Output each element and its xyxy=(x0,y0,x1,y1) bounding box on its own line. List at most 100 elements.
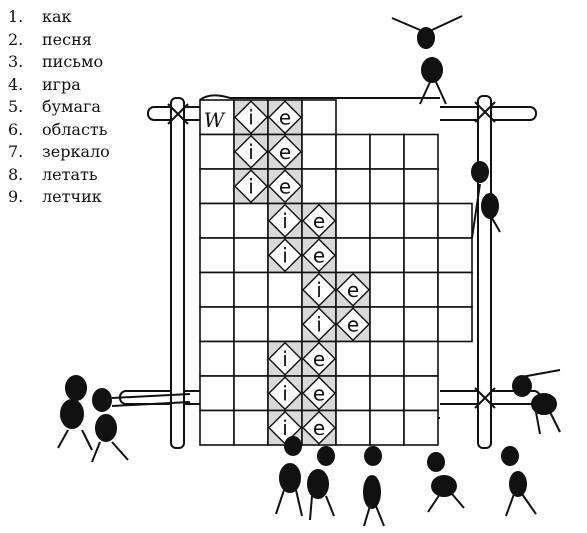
clue-number: 5. xyxy=(8,97,24,116)
grid-cell xyxy=(335,237,371,274)
clue-item: 8. летать xyxy=(8,164,110,187)
clue-item: 3. письмо xyxy=(8,51,110,74)
grid-cell xyxy=(437,237,473,274)
clue-number: 8. xyxy=(8,164,24,184)
grid-letter: e xyxy=(313,381,325,405)
ant-figure-right xyxy=(512,369,561,435)
grid-letter: e xyxy=(347,312,359,336)
clue-word: зеркало xyxy=(42,142,110,161)
letter-diamond xyxy=(268,238,302,273)
grid-cell xyxy=(233,375,269,412)
scroll-top-curl xyxy=(199,94,440,101)
grid-cell xyxy=(233,340,269,377)
clue-number: 2. xyxy=(8,29,24,49)
clue-word: бумага xyxy=(42,97,101,116)
letter-diamond xyxy=(302,203,336,238)
grid-cell xyxy=(199,133,235,170)
grid-cell xyxy=(199,271,235,308)
letter-diamond xyxy=(302,307,336,342)
grid-letter: i xyxy=(282,416,288,440)
grid-cell xyxy=(199,375,235,412)
grid-letter: i xyxy=(316,278,322,302)
grid-letter: e xyxy=(313,416,325,440)
grid-cell xyxy=(369,306,405,343)
rope-tie xyxy=(474,387,496,409)
grid-cell xyxy=(199,340,235,377)
clue-word: письмо xyxy=(42,52,104,71)
letter-diamond xyxy=(234,134,268,169)
letter-diamond xyxy=(268,376,302,411)
grid-cell xyxy=(403,306,439,343)
ant-group-bottom xyxy=(275,436,537,527)
grid-letter: i xyxy=(282,347,288,371)
grid-cell xyxy=(369,409,405,446)
letter-diamond xyxy=(268,341,302,376)
left-pole xyxy=(170,97,185,449)
clue-item: 9.летчик xyxy=(8,186,110,209)
ant-group-left xyxy=(57,375,191,463)
rope-tie xyxy=(167,103,189,125)
grid-cell xyxy=(335,168,371,205)
letter-diamond xyxy=(302,238,336,273)
clue-number: 4. xyxy=(8,74,24,94)
grid-cell xyxy=(335,340,371,377)
grid-cell xyxy=(199,237,235,274)
grid-cell xyxy=(301,168,337,205)
grid-cell xyxy=(403,133,439,170)
grid-letter: e xyxy=(279,174,291,198)
grid-cell xyxy=(437,306,473,343)
grid-cell xyxy=(199,168,235,205)
letter-diamond xyxy=(302,376,336,411)
grid-cell xyxy=(437,202,473,239)
grid-cell xyxy=(403,168,439,205)
corner-letter: W xyxy=(204,108,226,132)
grid-cell xyxy=(233,306,269,343)
grid-letter: i xyxy=(248,140,254,164)
grid-cell xyxy=(403,340,439,377)
clue-word: игра xyxy=(42,74,81,94)
grid-letter: e xyxy=(313,209,325,233)
grid-letter: i xyxy=(248,105,254,129)
letter-diamond xyxy=(302,272,336,307)
grid-cell xyxy=(403,271,439,308)
letter-diamond xyxy=(268,169,302,204)
grid-letter: i xyxy=(282,243,288,267)
clue-word: песня xyxy=(42,29,92,49)
grid-cell xyxy=(335,409,371,446)
grid-cell xyxy=(199,202,235,239)
grid-letter: e xyxy=(279,105,291,129)
grid-cell xyxy=(267,271,303,308)
grid-cell xyxy=(437,271,473,308)
clue-word: летать xyxy=(42,164,98,184)
grid-cell xyxy=(369,340,405,377)
grid-cell xyxy=(301,99,337,136)
grid-cell xyxy=(233,202,269,239)
letter-diamond xyxy=(336,272,370,307)
grid-cell xyxy=(335,133,371,170)
letter-diamond xyxy=(268,134,302,169)
rope-tie xyxy=(474,101,496,123)
grid-cell xyxy=(403,375,439,412)
letter-diamond xyxy=(268,100,302,135)
grid-cell xyxy=(369,133,405,170)
letter-diamond xyxy=(234,100,268,135)
clue-item: 2. песня xyxy=(8,29,110,52)
grid-cell xyxy=(369,168,405,205)
grid-letter: i xyxy=(248,174,254,198)
grid-cell xyxy=(233,271,269,308)
letter-diamond xyxy=(268,203,302,238)
grid-cell xyxy=(267,306,303,343)
grid-cell xyxy=(199,409,235,446)
clue-item: 4. игра xyxy=(8,74,110,97)
grid-cell xyxy=(403,202,439,239)
clue-word: область xyxy=(42,119,108,139)
grid-cell xyxy=(335,375,371,412)
letter-diamond xyxy=(302,410,336,445)
clue-number: 3. xyxy=(8,52,24,71)
ant-figure-top xyxy=(391,15,463,105)
clue-number: 9. xyxy=(8,187,24,206)
grid-cell xyxy=(369,237,405,274)
